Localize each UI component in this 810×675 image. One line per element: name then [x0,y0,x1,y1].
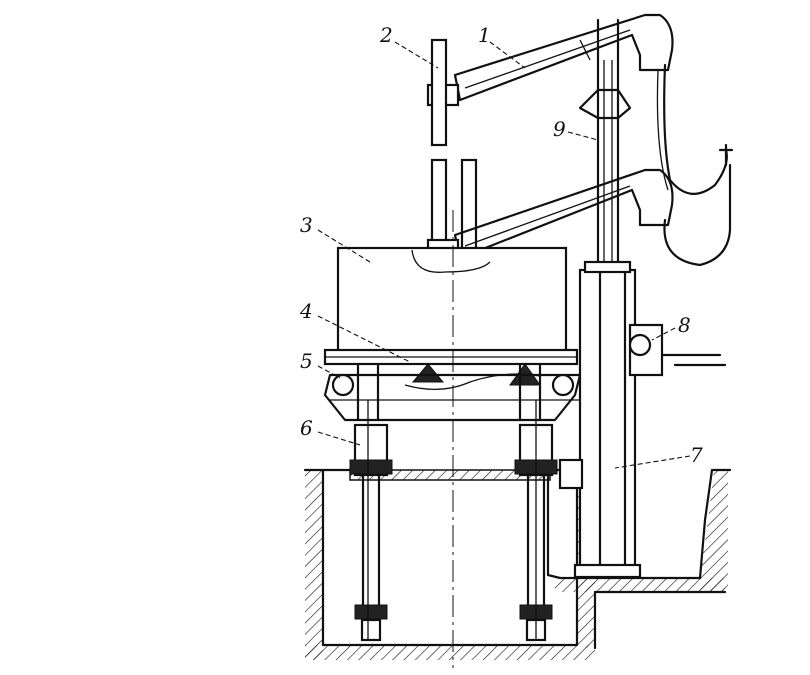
floor-right [546,468,732,650]
furnace-body [323,246,582,422]
label-7: 7 [690,443,703,467]
label-3: 3 [300,213,313,237]
label-4: 4 [299,299,313,323]
electrode-mast [573,18,727,579]
leader-lines [317,41,691,469]
foundation-pit [303,468,597,660]
label-1: 1 [478,23,491,47]
label-5: 5 [300,349,313,373]
label-9: 9 [553,117,566,141]
label-8: 8 [678,313,691,337]
tilt-cylinders [349,423,584,642]
label-2: 2 [379,23,393,47]
callout-labels: 1 2 3 4 5 6 7 8 9 [299,23,703,467]
label-6: 6 [300,416,313,440]
